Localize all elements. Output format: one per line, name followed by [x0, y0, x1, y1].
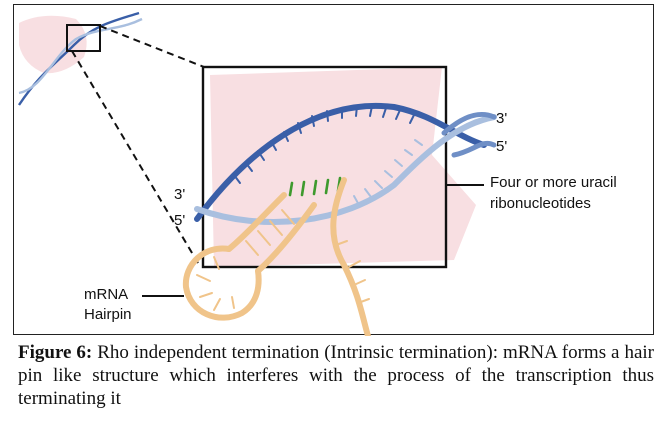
mrna-strand [182, 177, 371, 336]
figure-label: Figure 6: [18, 342, 93, 363]
uracil-label-line2: ribonucleotides [490, 195, 591, 212]
dna-helix-right [441, 111, 497, 158]
pink-highlight-small [19, 15, 87, 74]
dna-left-3prime-label: 3' [174, 186, 186, 203]
zoom-line-bottom [71, 50, 199, 264]
dna-top-5prime-label: 5' [496, 138, 508, 155]
dna-left-5prime-label: 5' [174, 212, 186, 229]
figure-caption: Figure 6: Rho independent termination (I… [18, 341, 654, 410]
mrna-hairpin-stem-a [226, 192, 287, 252]
mrna-hairpin-loop [182, 245, 262, 321]
zoom-line-top [99, 25, 205, 68]
pink-highlight-large [210, 67, 476, 267]
small-dna-helix [18, 11, 143, 106]
mrna-hairpin-stem-b [255, 202, 317, 274]
zoom-source-box [66, 24, 101, 52]
dna-top-3prime-label: 3' [496, 110, 508, 127]
caption-text: Rho independent termination (Intrinsic t… [18, 342, 654, 409]
mrna-outgoing [330, 177, 371, 336]
zoom-detail-box [201, 65, 448, 269]
hairpin-label-line1: mRNA [84, 286, 129, 303]
hairpin-label-line2: Hairpin [84, 306, 132, 323]
figure-panel: 3' 5' 3' 5' Four or more uracil ribonucl… [13, 4, 654, 336]
uracil-label-line1: Four or more uracil [490, 174, 617, 191]
diagram-illustration [18, 11, 497, 336]
